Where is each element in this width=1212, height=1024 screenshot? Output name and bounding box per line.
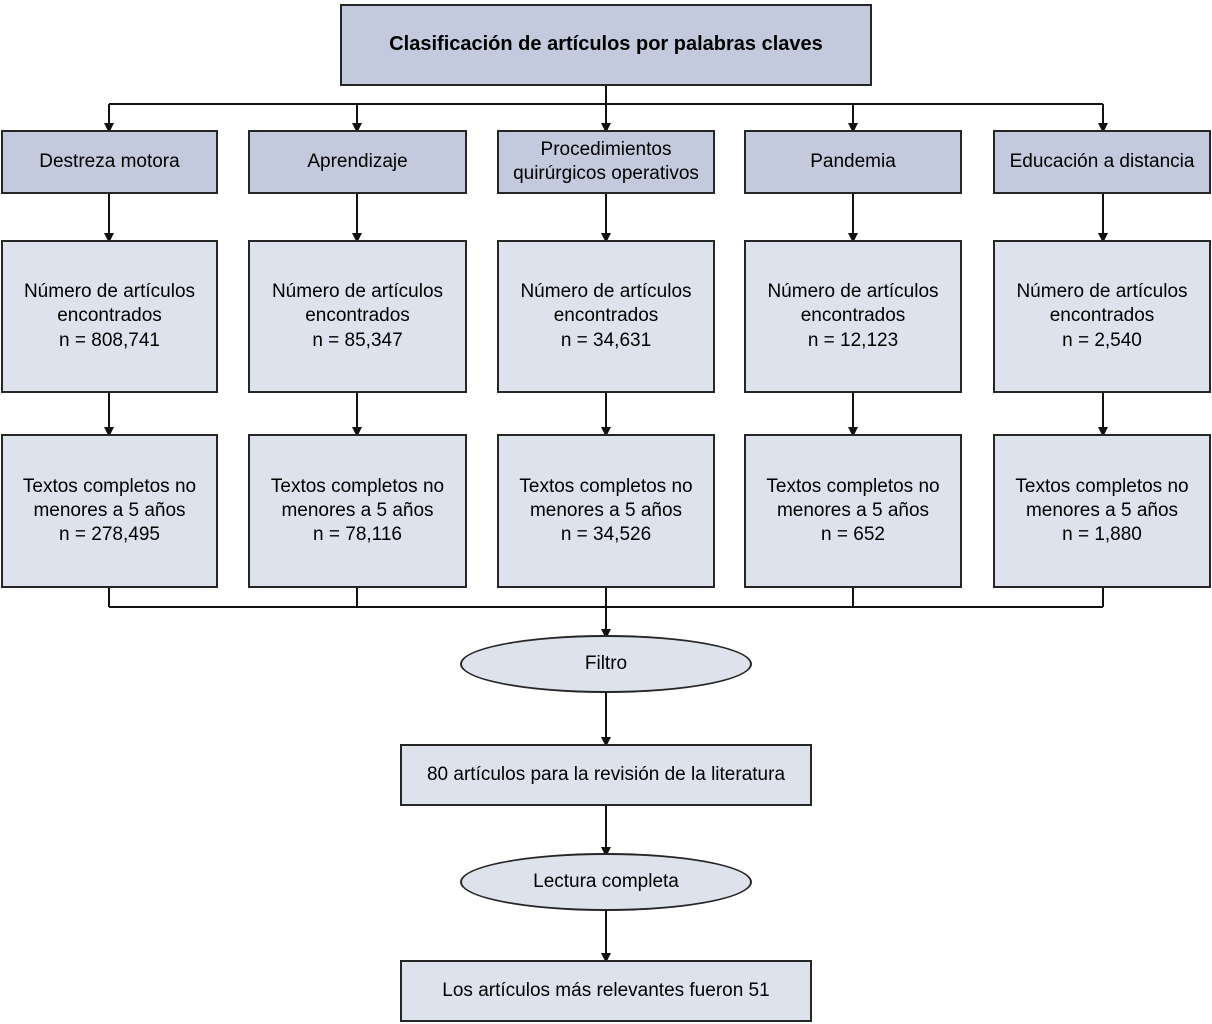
reading-ellipse-label: Lectura completa bbox=[533, 871, 679, 892]
fulltext-box-2[interactable]: Textos completos no menores a 5 años n =… bbox=[248, 434, 467, 588]
fulltext-box-4[interactable]: Textos completos no menores a 5 años n =… bbox=[744, 434, 962, 588]
found-box-3[interactable]: Número de artículos encontrados n = 34,6… bbox=[497, 240, 715, 393]
fulltext-line-1: Textos completos no bbox=[766, 475, 940, 497]
category-label: Procedimientos quirúrgicos operativos bbox=[505, 138, 707, 187]
fulltext-line-2: menores a 5 años bbox=[1025, 499, 1179, 521]
found-line-2: encontrados bbox=[1049, 305, 1155, 327]
category-box-destreza-motora[interactable]: Destreza motora bbox=[1, 130, 218, 194]
fulltext-line-1: Textos completos no bbox=[1015, 475, 1189, 497]
found-count: n = 85,347 bbox=[312, 329, 403, 351]
found-line-2: encontrados bbox=[800, 305, 906, 327]
category-label-line1: Procedimientos bbox=[540, 138, 672, 160]
fulltext-count: n = 652 bbox=[821, 524, 885, 546]
category-box-pandemia[interactable]: Pandemia bbox=[744, 130, 962, 194]
found-text: Número de artículos encontrados n = 2,54… bbox=[1001, 280, 1203, 353]
found-text: Número de artículos encontrados n = 85,3… bbox=[256, 280, 459, 353]
fulltext-line-2: menores a 5 años bbox=[281, 499, 434, 521]
filter-ellipse-label: Filtro bbox=[584, 653, 628, 674]
fulltext-box-5[interactable]: Textos completos no menores a 5 años n =… bbox=[993, 434, 1211, 588]
fulltext-text: Textos completos no menores a 5 años n =… bbox=[9, 475, 210, 548]
fulltext-text: Textos completos no menores a 5 años n =… bbox=[256, 475, 459, 548]
category-label: Destreza motora bbox=[39, 150, 180, 172]
fulltext-line-1: Textos completos no bbox=[519, 475, 693, 497]
title-box-label: Clasificación de artículos por palabras … bbox=[389, 33, 823, 56]
found-box-4[interactable]: Número de artículos encontrados n = 12,1… bbox=[744, 240, 962, 393]
found-count: n = 34,631 bbox=[560, 329, 652, 351]
fulltext-line-2: menores a 5 años bbox=[33, 499, 186, 521]
final-box[interactable]: Los artículos más relevantes fueron 51 bbox=[400, 960, 812, 1022]
found-count: n = 808,741 bbox=[59, 329, 160, 351]
category-box-procedimientos-quirurgicos[interactable]: Procedimientos quirúrgicos operativos bbox=[497, 130, 715, 194]
category-box-educacion-a-distancia[interactable]: Educación a distancia bbox=[993, 130, 1211, 194]
found-line-2: encontrados bbox=[305, 305, 410, 327]
found-text: Número de artículos encontrados n = 34,6… bbox=[505, 280, 707, 353]
category-label: Pandemia bbox=[810, 150, 896, 172]
found-line-2: encontrados bbox=[553, 305, 659, 327]
final-box-label: Los artículos más relevantes fueron 51 bbox=[442, 979, 770, 1001]
found-line-1: Número de artículos bbox=[520, 281, 692, 303]
literature-box-label: 80 artículos para la revisión de la lite… bbox=[426, 763, 786, 785]
found-line-1: Número de artículos bbox=[271, 281, 444, 303]
found-line-2: encontrados bbox=[57, 305, 162, 327]
found-line-1: Número de artículos bbox=[1016, 281, 1188, 303]
found-box-1[interactable]: Número de artículos encontrados n = 808,… bbox=[1, 240, 218, 393]
fulltext-count: n = 278,495 bbox=[59, 524, 160, 546]
found-text: Número de artículos encontrados n = 12,1… bbox=[752, 280, 954, 353]
found-box-2[interactable]: Número de artículos encontrados n = 85,3… bbox=[248, 240, 467, 393]
fulltext-box-3[interactable]: Textos completos no menores a 5 años n =… bbox=[497, 434, 715, 588]
category-box-aprendizaje[interactable]: Aprendizaje bbox=[248, 130, 467, 194]
fulltext-count: n = 34,526 bbox=[560, 524, 652, 546]
filter-ellipse[interactable]: Filtro bbox=[460, 635, 752, 693]
fulltext-text: Textos completos no menores a 5 años n =… bbox=[505, 475, 707, 548]
found-line-1: Número de artículos bbox=[767, 281, 939, 303]
found-count: n = 12,123 bbox=[807, 329, 899, 351]
fulltext-text: Textos completos no menores a 5 años n =… bbox=[752, 475, 954, 548]
found-count: n = 2,540 bbox=[1062, 329, 1142, 351]
literature-box[interactable]: 80 artículos para la revisión de la lite… bbox=[400, 744, 812, 806]
category-label: Educación a distancia bbox=[1009, 150, 1195, 172]
fulltext-line-2: menores a 5 años bbox=[529, 499, 683, 521]
fulltext-line-1: Textos completos no bbox=[22, 475, 197, 497]
found-line-1: Número de artículos bbox=[23, 281, 196, 303]
found-text: Número de artículos encontrados n = 808,… bbox=[9, 280, 210, 353]
fulltext-line-2: menores a 5 años bbox=[776, 499, 930, 521]
category-label-line2: quirúrgicos operativos bbox=[513, 163, 699, 184]
found-box-5[interactable]: Número de artículos encontrados n = 2,54… bbox=[993, 240, 1211, 393]
fulltext-count: n = 78,116 bbox=[313, 524, 402, 546]
category-label: Aprendizaje bbox=[307, 150, 408, 172]
fulltext-box-1[interactable]: Textos completos no menores a 5 años n =… bbox=[1, 434, 218, 588]
title-box: Clasificación de artículos por palabras … bbox=[340, 4, 872, 86]
fulltext-line-1: Textos completos no bbox=[270, 475, 445, 497]
fulltext-text: Textos completos no menores a 5 años n =… bbox=[1001, 475, 1203, 548]
fulltext-count: n = 1,880 bbox=[1062, 524, 1142, 546]
reading-ellipse[interactable]: Lectura completa bbox=[460, 853, 752, 911]
